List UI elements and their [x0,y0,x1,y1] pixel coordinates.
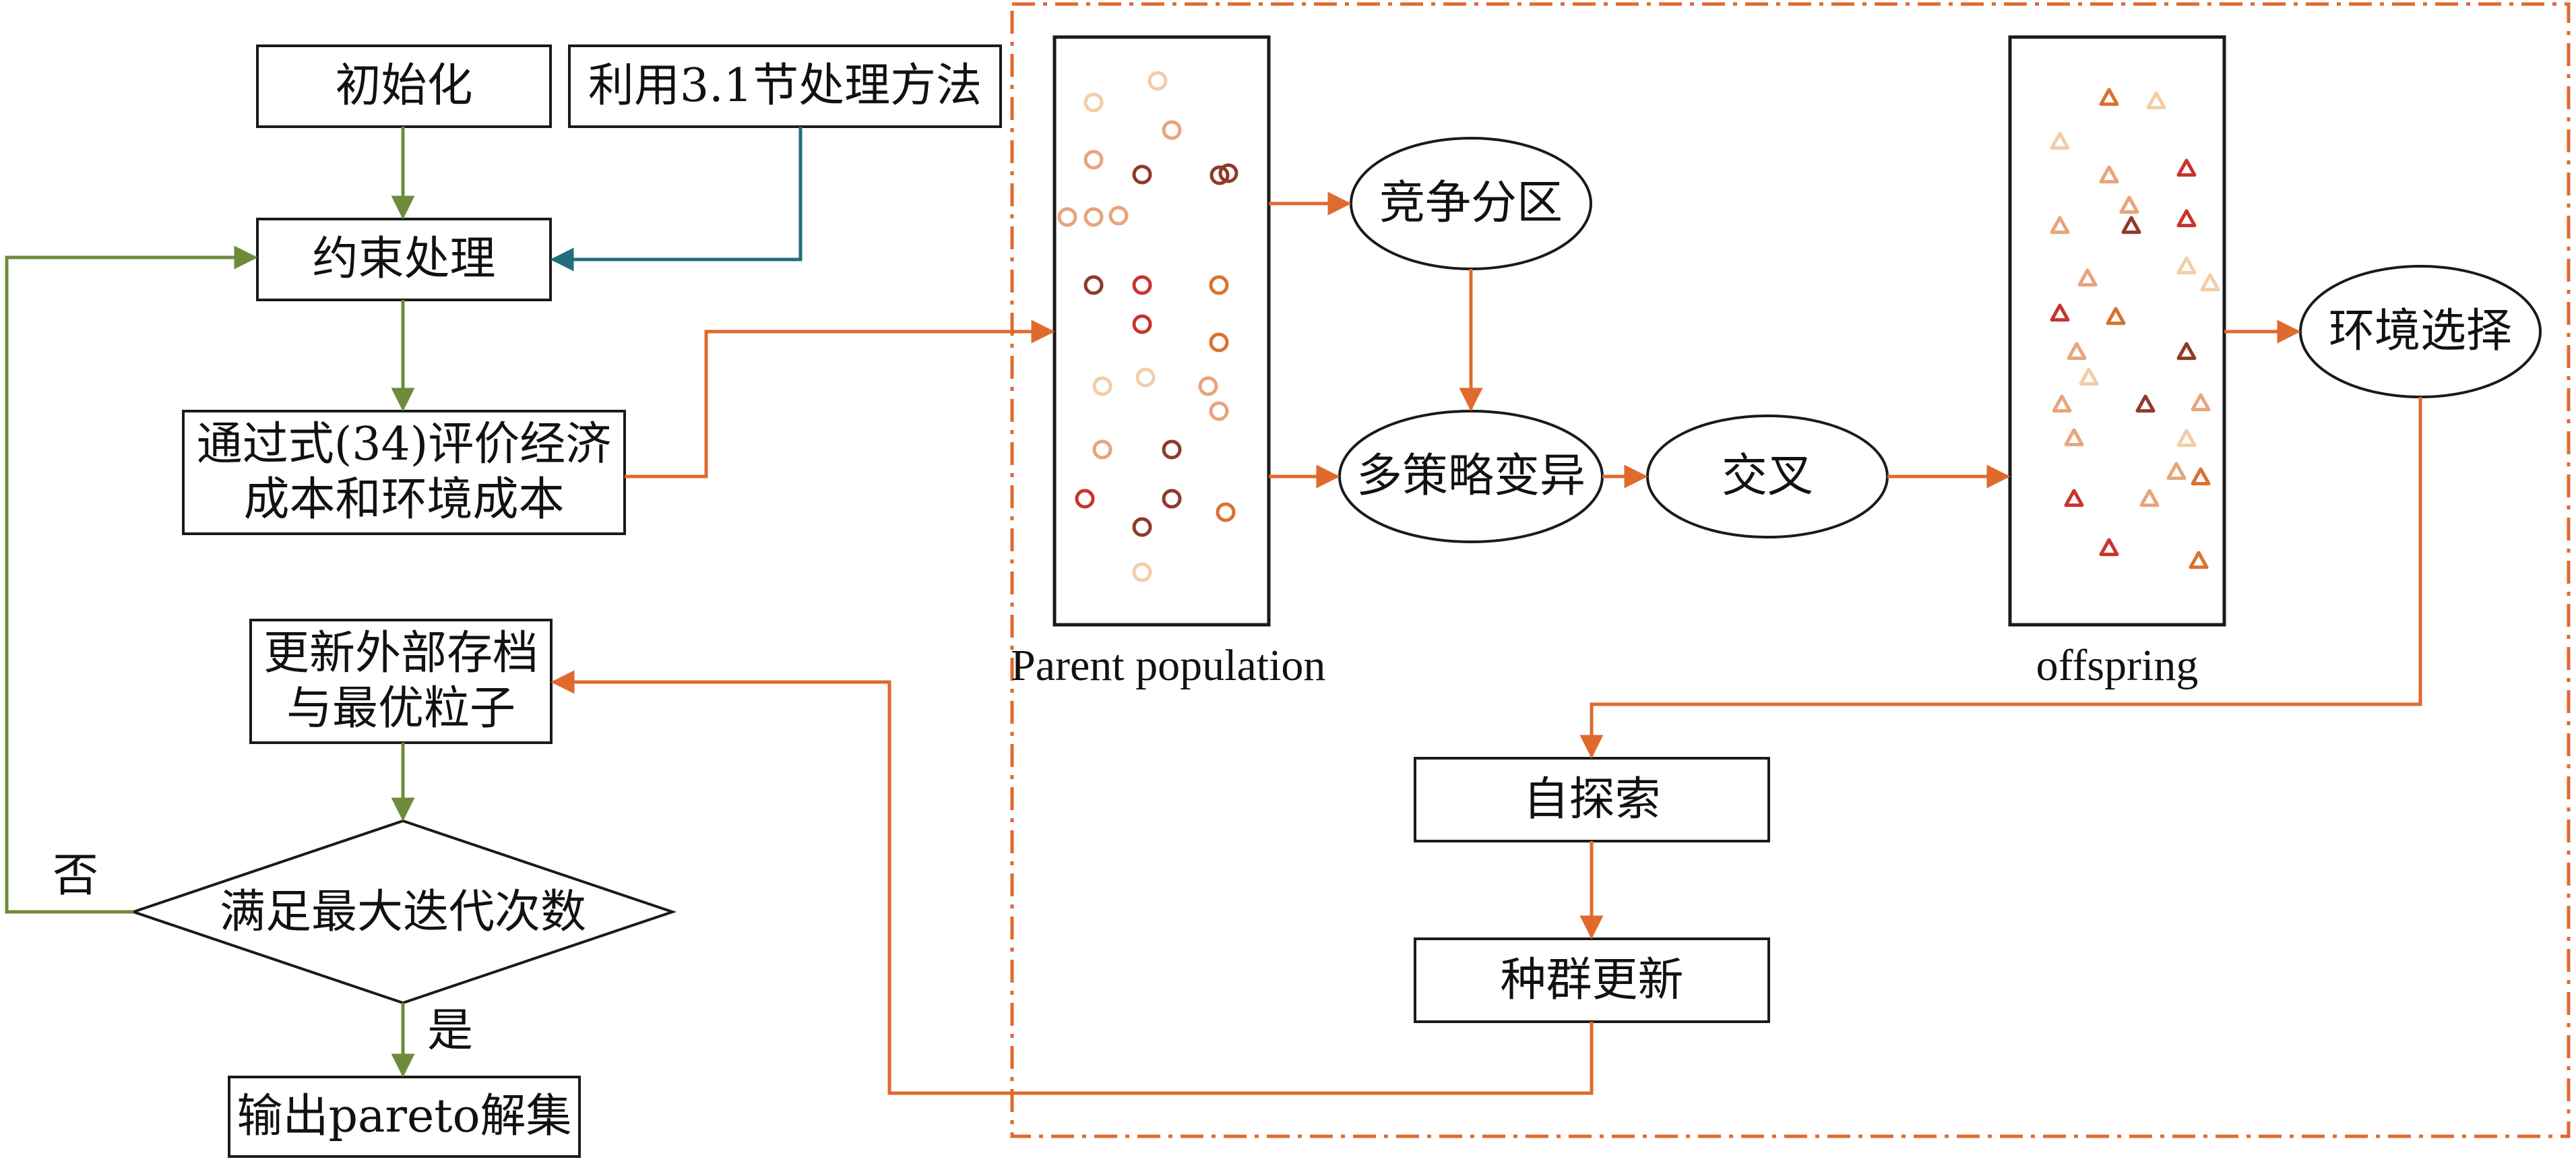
parent-marker [1148,71,1168,91]
offspring-marker [2099,538,2119,557]
offspring-marker [2099,165,2119,184]
method-box [568,44,1002,128]
offspring-marker [2189,551,2209,569]
offspring-marker [2050,216,2070,235]
offspring-marker [2176,342,2197,361]
parent-marker [1057,207,1077,227]
update-label-line1: 更新外部存档 [263,627,538,680]
competition-label: 竞争分区 [1379,177,1563,230]
method-ref-label: 利用3.1节处理方法 [588,59,982,113]
parent-population-markers [1057,71,1238,582]
parent-marker [1083,275,1104,295]
parent-population-panel [1053,35,1271,627]
parent-marker [1209,332,1229,352]
parent-marker [1075,489,1095,509]
offspring-marker [2121,216,2141,235]
offspring-marker [2106,307,2126,326]
parent-marker [1132,314,1152,334]
offspring-marker [2176,158,2197,177]
parent-marker [1210,165,1230,185]
dashed-region-border [1010,2,2571,1138]
evaluate-label-line1: 通过式(34)评价经济 [196,418,612,471]
arrow-no-loop-back [5,245,258,914]
self-explore-label: 自探索 [1523,772,1661,826]
parent-marker [1209,401,1229,421]
env-selection-label: 环境选择 [2328,305,2512,358]
offspring-marker [2064,428,2084,447]
parent-marker [1132,562,1152,582]
offspring-marker [2050,303,2070,322]
parent-marker [1132,275,1152,295]
offspring-marker [2099,88,2119,106]
offspring-marker [2135,394,2156,413]
offspring-marker [2191,467,2211,486]
init-label: 初始化 [335,59,473,113]
offspring-marker [2067,342,2087,361]
offspring-marker [2119,195,2139,214]
parent-population-caption: Parent population [1011,641,1326,690]
arrow-method-to-constraint [550,127,803,272]
parent-marker [1132,517,1152,537]
pop-update-label: 种群更新 [1500,953,1684,1007]
parent-marker [1218,163,1238,183]
evaluate-label-line2: 成本和环境成本 [243,473,565,526]
parent-marker [1135,367,1156,388]
parent-marker [1083,92,1104,113]
output-box [228,1076,581,1158]
offspring-marker [2050,131,2070,150]
decision-diamond [129,819,677,1005]
offspring-marker [2064,489,2084,507]
mutation-label: 多策略变异 [1356,450,1585,503]
offspring-marker [2200,273,2220,292]
parent-marker [1092,376,1112,396]
offspring-markers [2050,88,2220,569]
arrow-env-to-self-explore [1579,397,2422,759]
offspring-caption: offspring [2036,641,2199,690]
yes-label: 是 [427,1004,473,1057]
offspring-marker [2077,268,2098,287]
crossover-label: 交叉 [1721,450,1813,503]
parent-marker [1162,439,1182,460]
offspring-marker [2176,256,2197,275]
arrow-pop-update-to-archive [551,670,1594,1095]
pop-update-box [1414,937,1770,1023]
parent-marker [1083,150,1104,170]
parent-marker [1198,376,1218,396]
offspring-marker [2176,429,2197,448]
offspring-marker [2139,489,2160,507]
arrow-evaluate-to-parent [625,319,1055,479]
offspring-marker [2191,393,2211,412]
offspring-marker [2052,394,2072,413]
constraint-label: 约束处理 [312,233,496,286]
parent-marker [1108,206,1129,226]
parent-marker [1132,164,1152,185]
decision-label: 满足最大迭代次数 [219,886,586,939]
offspring-marker [2079,367,2099,386]
parent-marker [1083,207,1104,227]
output-label: 输出pareto解集 [237,1090,572,1143]
evaluate-box [182,410,626,535]
update-label-line2: 与最优粒子 [286,682,515,735]
offspring-panel [2008,35,2226,627]
parent-marker [1162,489,1182,509]
no-label: 否 [52,849,98,902]
offspring-marker [2146,91,2166,110]
parent-marker [1216,502,1236,522]
parent-marker [1162,120,1182,140]
parent-marker [1209,275,1229,295]
parent-marker [1092,439,1112,460]
offspring-marker [2166,462,2187,481]
offspring-marker [2176,209,2197,228]
